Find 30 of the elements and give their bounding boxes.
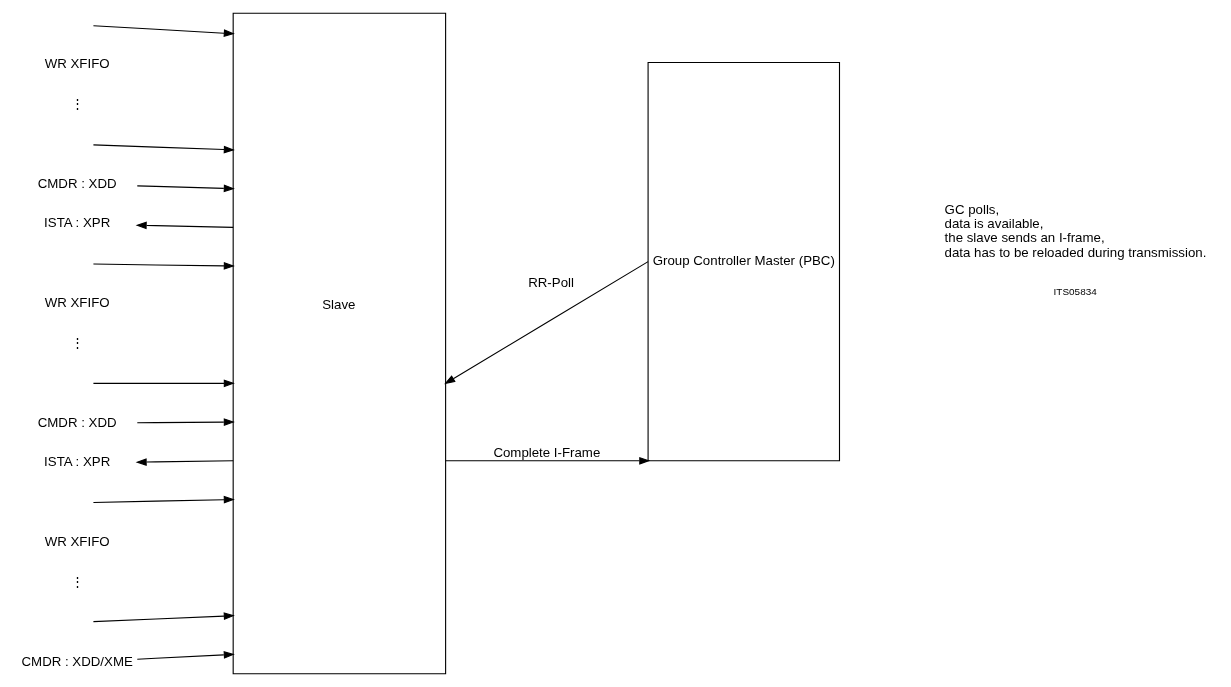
arrow	[92, 612, 235, 623]
edge-label: RR-Poll	[527, 275, 574, 291]
arrow	[92, 262, 235, 270]
node-text: ISTA : XPR	[43, 454, 110, 470]
arrow	[444, 456, 650, 465]
node-box: Slave	[232, 12, 446, 675]
arrow	[136, 418, 235, 426]
label: GC polls, data is available, the slave sends an I-frame, data has to be reloaded during transmission.	[944, 201, 1206, 260]
label: ITS05834	[1053, 286, 1097, 298]
node-box: Group Controller Master (PBC)	[647, 61, 840, 462]
arrow	[136, 184, 235, 193]
arrow	[443, 261, 649, 385]
arrow	[92, 144, 235, 154]
arrow	[136, 651, 235, 660]
label: ⋮	[70, 334, 84, 350]
arrow	[92, 379, 235, 388]
label: WR XFIFO	[44, 534, 110, 550]
edge-label: Complete I-Frame	[492, 445, 600, 461]
node-text: ISTA : XPR	[43, 215, 110, 231]
node-text: CMDR : XDD	[37, 414, 117, 430]
arrow	[92, 25, 235, 38]
label: WR XFIFO	[44, 295, 110, 311]
arrow	[135, 221, 234, 230]
node-text: CMDR : XDD/XME	[21, 653, 133, 669]
arrow	[92, 495, 235, 504]
label: WR XFIFO	[44, 56, 110, 72]
node-text: CMDR : XDD	[37, 175, 117, 191]
label: ⋮	[70, 573, 84, 589]
label: ⋮	[70, 95, 84, 111]
arrow	[135, 458, 234, 466]
